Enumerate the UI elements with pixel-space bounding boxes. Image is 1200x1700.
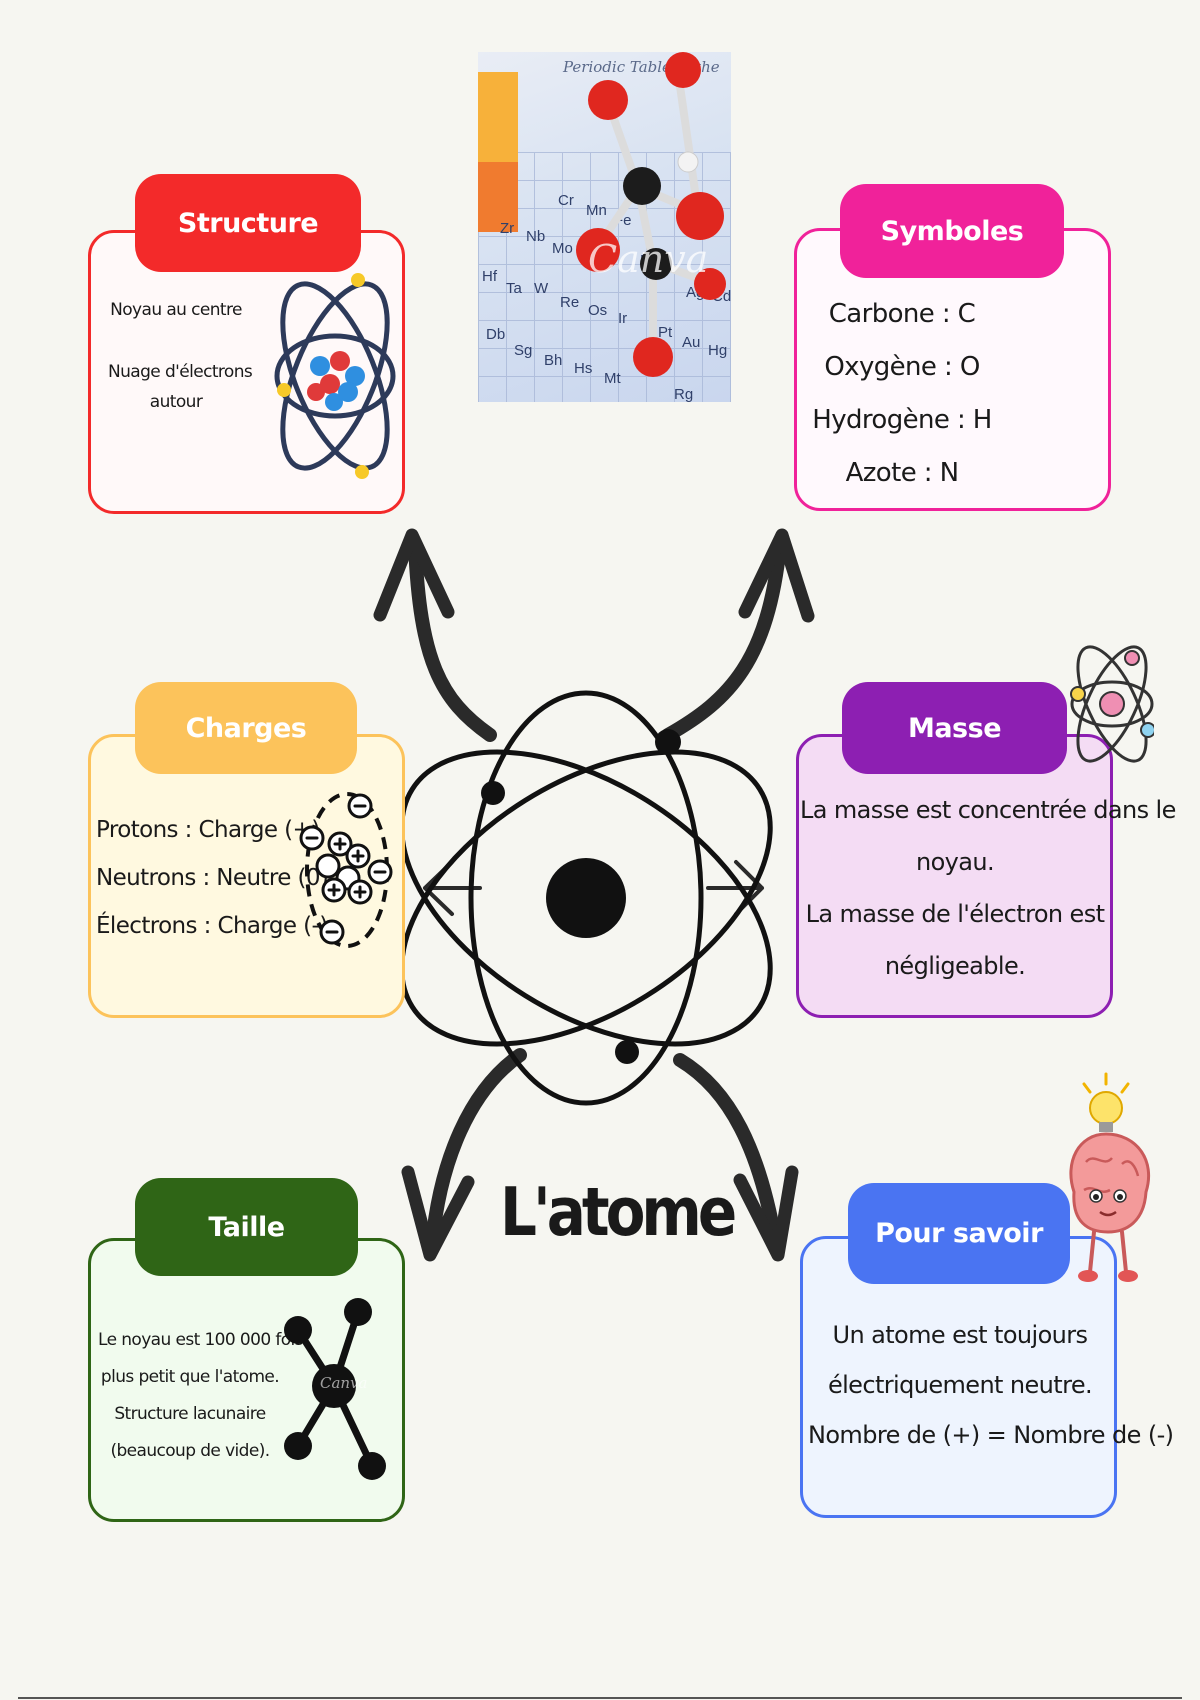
charges-title-pill: Charges	[135, 682, 357, 774]
element-symbol: Cr	[558, 192, 574, 209]
masse-line: La masse de l'électron est	[805, 900, 1105, 928]
arrow-to-symboles-head	[738, 528, 815, 623]
electron	[615, 1040, 639, 1064]
arrow-to-structure	[408, 538, 497, 742]
canva-watermark: Canva	[320, 1374, 368, 1392]
periodic-table-color-strip	[478, 162, 518, 232]
arrow-to-pour-savoir-head	[733, 1165, 799, 1262]
structure-title-pill: Structure	[135, 174, 361, 272]
arrow-to-taille-head	[401, 1165, 475, 1262]
element-symbol: Mo	[552, 240, 573, 257]
pour-savoir-line: électriquement neutre.	[827, 1371, 1093, 1399]
periodic-table-color-strip	[478, 72, 518, 162]
charges-title: Charges	[185, 712, 307, 744]
arrow-to-structure-head	[373, 528, 455, 622]
element-symbol: Zr	[500, 220, 515, 237]
masse-title: Masse	[907, 712, 1002, 744]
element-symbol: Bh	[544, 352, 563, 369]
atom-model-icon	[274, 273, 396, 479]
masse-line: La masse est concentrée dans le	[800, 796, 1176, 824]
nucleus	[546, 858, 626, 938]
element-symbol: Os	[588, 302, 608, 319]
symbol-line: Hydrogène : H	[812, 405, 992, 435]
symbol-line: Carbone : C	[828, 299, 976, 329]
structure-line: autour	[149, 392, 203, 412]
symbol-line: Azote : N	[845, 458, 959, 488]
symboles-text: Carbone : C Oxygène : O Hydrogène : H Az…	[812, 288, 992, 500]
element-symbol: Hf	[482, 268, 497, 285]
arrow-to-symboles	[661, 538, 787, 742]
electron	[655, 729, 681, 755]
symboles-title-pill: Symboles	[840, 184, 1064, 278]
element-symbol: Re	[560, 294, 580, 311]
taille-line: plus petit que l'atome.	[100, 1367, 280, 1387]
arrow-to-pour-savoir	[673, 1053, 783, 1252]
molecule-model-photo	[576, 52, 726, 377]
structure-title: Structure	[177, 207, 319, 239]
structure-line: Noyau au centre	[110, 300, 242, 320]
symbol-line: Oxygène : O	[824, 352, 980, 382]
element-symbol: Ir	[618, 310, 628, 327]
element-symbol: Hs	[574, 360, 593, 377]
taille-line: (beaucoup de vide).	[110, 1441, 270, 1461]
structure-line: Nuage d'électrons	[108, 362, 253, 382]
structure-text: Noyau au centre Nuage d'électrons autour	[108, 300, 253, 412]
brain-lightbulb-mascot-icon	[1069, 1072, 1151, 1282]
bottom-divider	[18, 1697, 1182, 1699]
element-symbol: Mt	[604, 370, 621, 387]
symboles-title: Symboles	[880, 215, 1024, 247]
element-symbol: Mn	[586, 202, 607, 219]
charge-line: Protons : Charge (+)	[96, 817, 320, 843]
charges-text: Protons : Charge (+) Neutrons : Neutre (…	[96, 806, 329, 950]
electron	[481, 781, 505, 805]
pour-savoir-title: Pour savoir	[875, 1218, 1043, 1249]
charged-particles-icon	[299, 792, 393, 948]
pour-savoir-title-pill: Pour savoir	[848, 1183, 1070, 1284]
pour-savoir-line: Nombre de (+) = Nombre de (-)	[808, 1421, 1174, 1449]
element-symbol: Ta	[506, 280, 522, 297]
taille-card	[88, 1238, 405, 1522]
element-symbol: Rg	[674, 386, 694, 402]
taille-title: Taille	[208, 1211, 285, 1243]
pour-savoir-text: Un atome est toujours électriquement neu…	[808, 1310, 1174, 1460]
element-symbol: W	[534, 280, 549, 297]
masse-line: négligeable.	[884, 952, 1026, 980]
charge-line: Neutrons : Neutre (0)	[96, 865, 329, 891]
element-symbol: Pt	[658, 324, 673, 341]
element-symbol: Nb	[526, 228, 546, 245]
element-symbol: Db	[486, 326, 506, 343]
taille-line: Le noyau est 100 000 fois	[98, 1330, 304, 1350]
element-symbol: Au	[682, 334, 701, 351]
masse-line: noyau.	[915, 848, 995, 876]
masse-text: La masse est concentrée dans le noyau. L…	[800, 784, 1176, 992]
taille-title-pill: Taille	[135, 1178, 358, 1276]
molecule-icon	[284, 1298, 386, 1480]
taille-line: Structure lacunaire	[114, 1404, 266, 1424]
canva-watermark: Canva	[588, 237, 709, 281]
element-symbol: Hg	[708, 342, 728, 359]
arrow-to-taille	[425, 1048, 527, 1252]
periodic-table-photo: Periodic Table of the Zr Nb Mo W Re Os I…	[478, 52, 731, 402]
page-title: L'atome	[500, 1172, 737, 1252]
masse-title-pill: Masse	[842, 682, 1067, 774]
pour-savoir-line: Un atome est toujours	[832, 1321, 1089, 1349]
atom-sticker-icon	[1070, 645, 1154, 763]
element-symbol: Sg	[514, 342, 533, 359]
taille-text: Le noyau est 100 000 fois plus petit que…	[98, 1322, 304, 1470]
charge-line: Électrons : Charge (-)	[96, 913, 328, 939]
